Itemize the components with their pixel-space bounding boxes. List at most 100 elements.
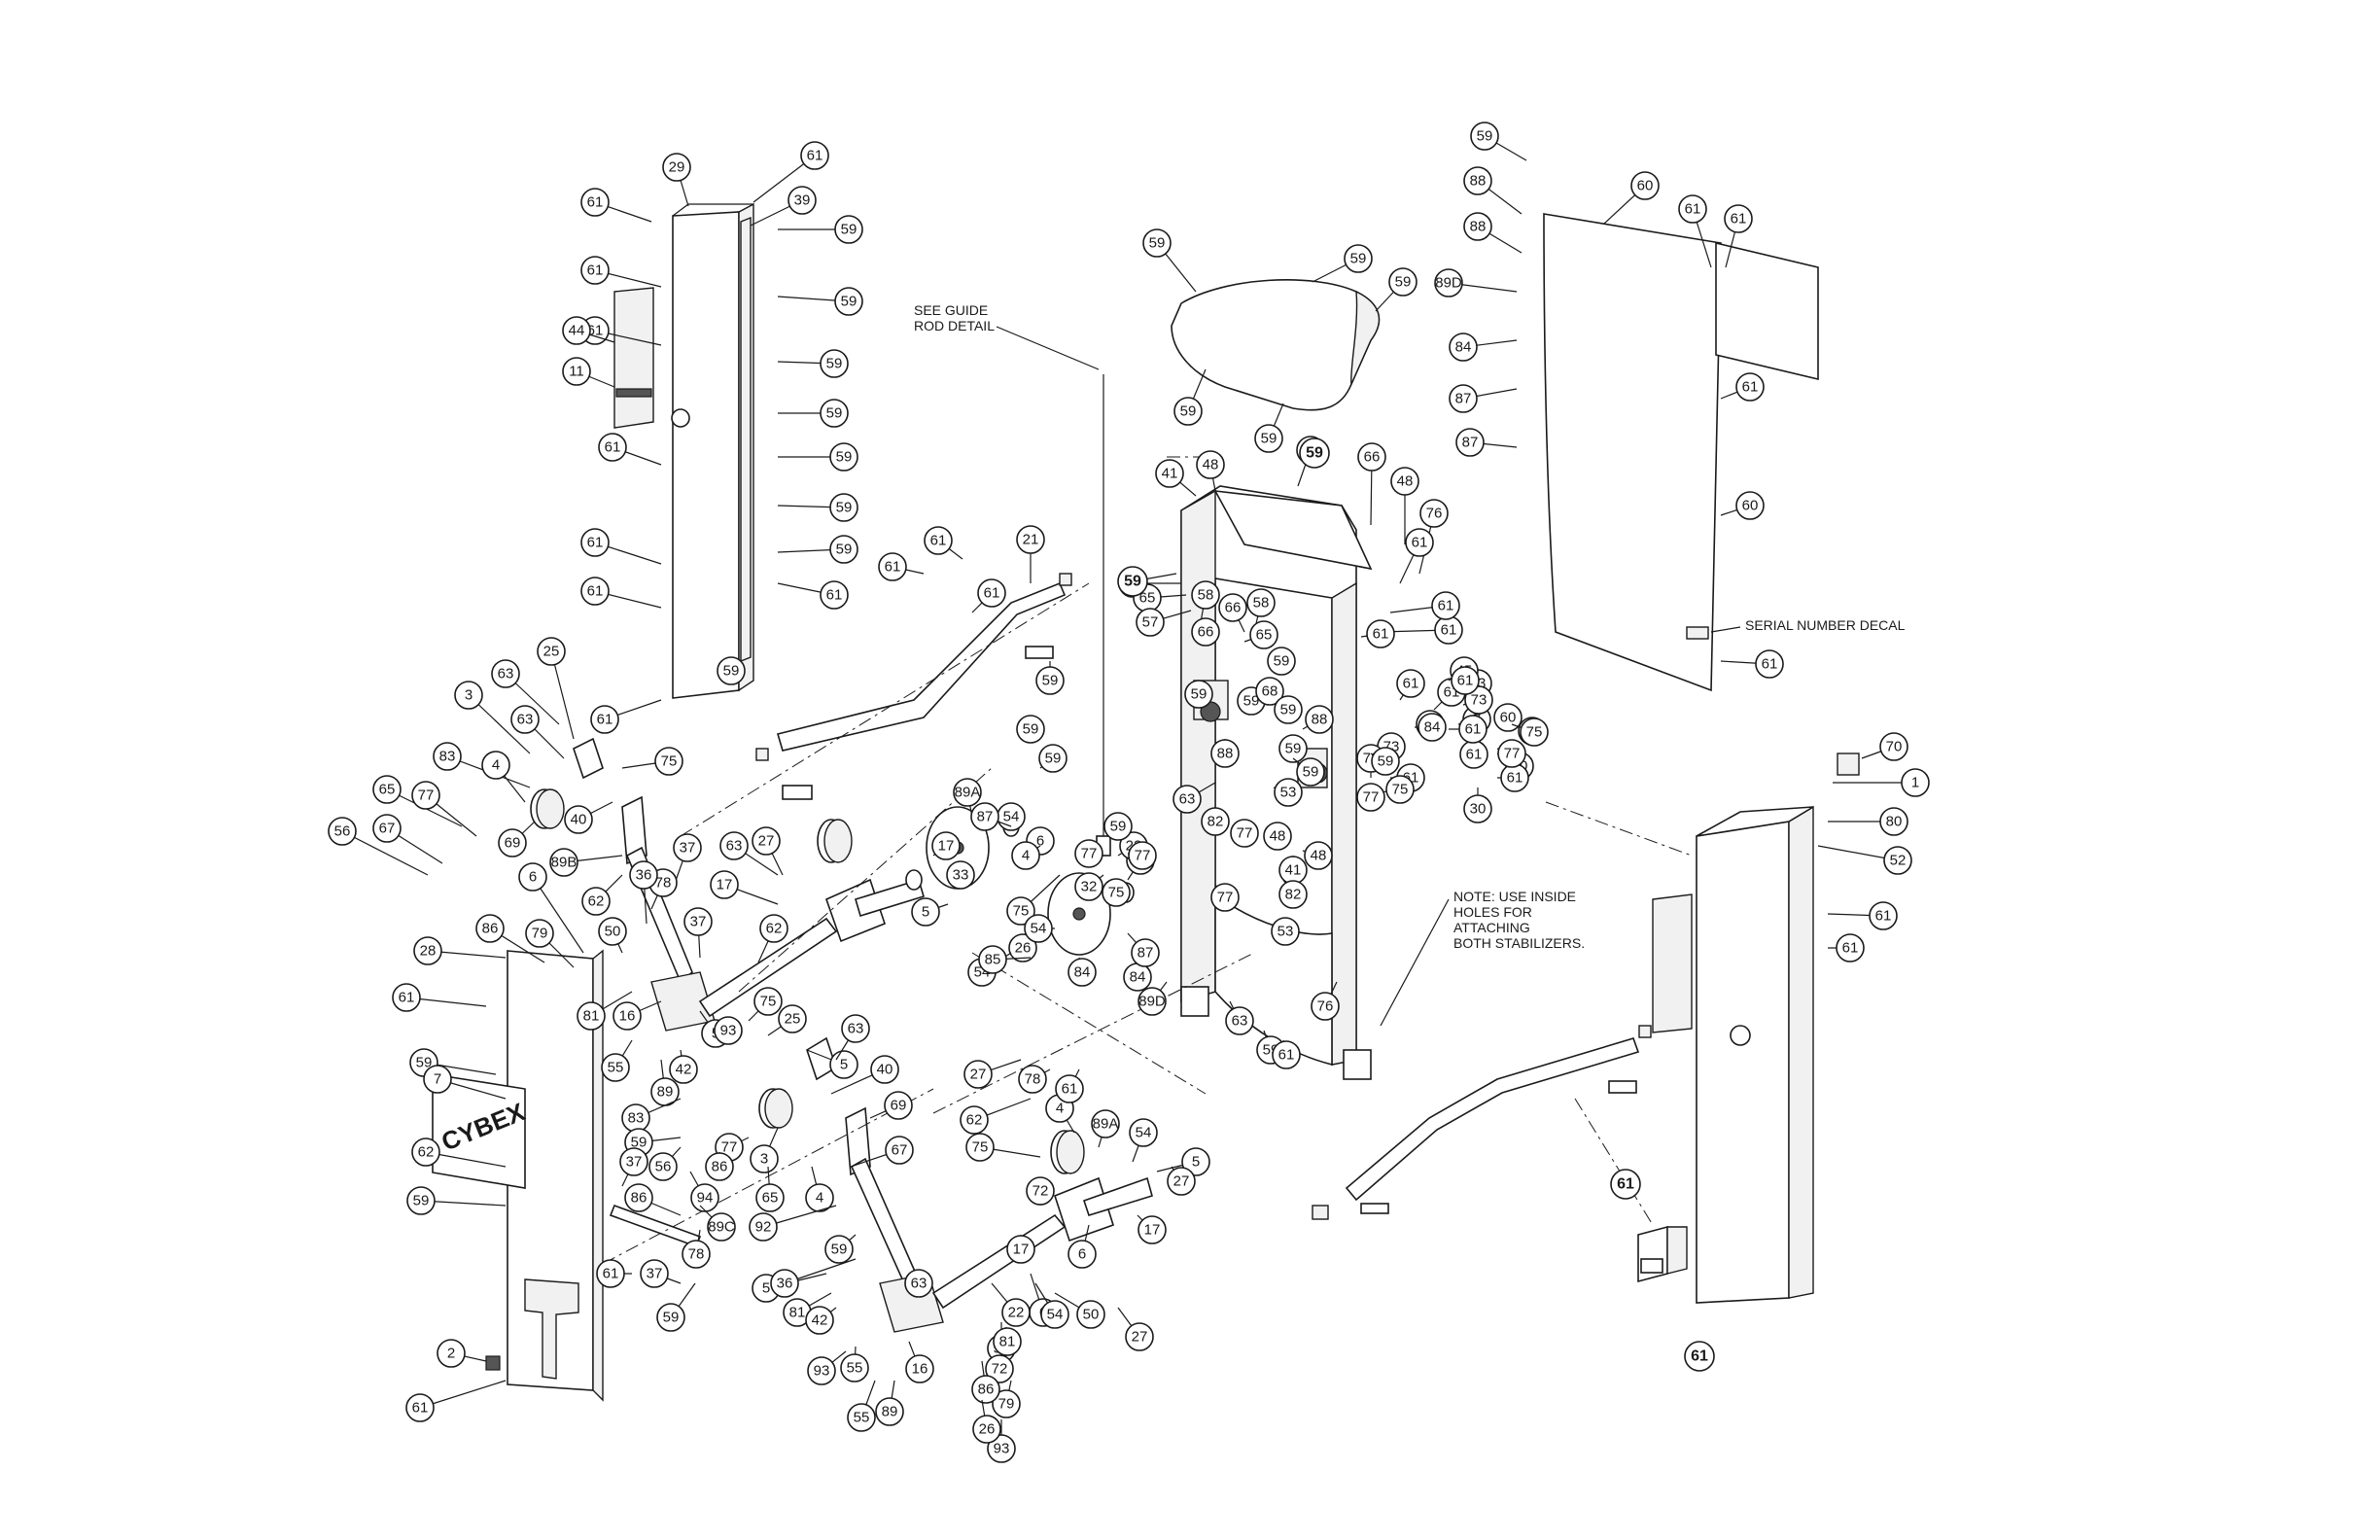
callout-bubble bbox=[1311, 992, 1340, 1021]
callout-84: 84 bbox=[1068, 957, 1097, 987]
callout-40: 40 bbox=[830, 1055, 899, 1095]
upper-arm-assembly bbox=[530, 737, 1020, 1032]
callout-bubble bbox=[328, 817, 357, 846]
callout-number: 59 bbox=[1149, 235, 1166, 252]
callout-number: 88 bbox=[1217, 746, 1234, 762]
callout-number: 59 bbox=[1477, 128, 1493, 145]
callout-bubble bbox=[1201, 807, 1230, 836]
callout-bubble bbox=[1267, 647, 1296, 676]
callout-bold-59: 59 bbox=[1117, 566, 1148, 597]
callout-number: 62 bbox=[966, 1112, 983, 1129]
callout-bubble bbox=[829, 493, 858, 522]
callout-number: 86 bbox=[712, 1159, 728, 1175]
callout-bubble bbox=[1102, 878, 1131, 907]
callout-number: 65 bbox=[762, 1190, 779, 1207]
callout-bubble bbox=[820, 399, 849, 428]
callout-number: 4 bbox=[1022, 848, 1030, 864]
callout-number: 67 bbox=[892, 1142, 908, 1159]
callout-59: 59 bbox=[1103, 812, 1133, 841]
callout-number: 66 bbox=[1225, 600, 1242, 616]
callout-bubble bbox=[719, 831, 749, 860]
callout-number: 59 bbox=[1378, 753, 1394, 770]
callout-bubble bbox=[1385, 775, 1415, 804]
callout-number: 61 bbox=[930, 533, 947, 549]
callout-bubble bbox=[1246, 588, 1276, 617]
callout-bubble bbox=[1678, 194, 1707, 224]
callout-number: 89A bbox=[955, 785, 981, 801]
callout-number: 72 bbox=[1032, 1183, 1049, 1200]
callout-bubble bbox=[1405, 528, 1434, 557]
callout-61: 61 bbox=[1720, 649, 1784, 679]
callout-94: 94 bbox=[689, 1171, 719, 1212]
callout-bubble bbox=[870, 1055, 899, 1084]
callout-bold-61: 61 bbox=[1610, 1169, 1641, 1200]
callout-number: 61 bbox=[597, 712, 613, 728]
callout-61: 61 bbox=[1449, 715, 1488, 744]
callout-number: 25 bbox=[785, 1011, 801, 1028]
callout-63: 63 bbox=[1225, 1000, 1254, 1035]
callout-number: 55 bbox=[847, 1360, 863, 1377]
callout-84: 84 bbox=[1449, 332, 1518, 362]
callout-bubble bbox=[1901, 768, 1930, 797]
callout-number: 89 bbox=[882, 1404, 898, 1420]
callout-number: 87 bbox=[1138, 945, 1154, 962]
callout-bubble bbox=[491, 659, 520, 688]
callout-bubble bbox=[1055, 1074, 1084, 1103]
callout-bubble bbox=[372, 775, 402, 804]
callout-number: 86 bbox=[978, 1382, 995, 1398]
callout-59: 59 bbox=[777, 535, 858, 564]
callout-number: 58 bbox=[1198, 587, 1214, 604]
callout-bubble bbox=[612, 1001, 642, 1031]
callout-2: 2 bbox=[437, 1339, 487, 1368]
callout-number: 17 bbox=[938, 838, 955, 855]
callout-number: 59 bbox=[1124, 574, 1141, 590]
callout-bubble bbox=[1125, 1322, 1154, 1351]
callout-bubble bbox=[753, 987, 783, 1016]
callout-89B: 89B bbox=[549, 848, 623, 877]
callout-89: 89 bbox=[650, 1059, 680, 1106]
callout-number: 85 bbox=[985, 952, 1001, 968]
callout-bubble bbox=[1068, 958, 1097, 987]
callout-59: 59 bbox=[1184, 680, 1213, 709]
right-back-panel bbox=[1543, 213, 1819, 692]
callout-number: 61 bbox=[1842, 940, 1859, 957]
left-shroud-panel: CYBEX bbox=[432, 949, 702, 1402]
callout-bubble bbox=[878, 552, 907, 581]
callout-number: 82 bbox=[1285, 887, 1302, 903]
callout-number: 80 bbox=[1886, 814, 1903, 830]
callout-number: 76 bbox=[1317, 998, 1334, 1015]
callout-number: 78 bbox=[655, 875, 672, 892]
callout-number: 61 bbox=[1457, 673, 1474, 689]
callout-bubble bbox=[413, 936, 442, 965]
callout-bubble bbox=[1449, 384, 1478, 413]
callout-bubble bbox=[1836, 933, 1865, 962]
callout-number: 26 bbox=[1015, 940, 1032, 957]
callout-number: 16 bbox=[912, 1361, 928, 1378]
callout-61: 61 bbox=[1678, 194, 1712, 268]
callout-number: 54 bbox=[1136, 1125, 1152, 1141]
callout-number: 25 bbox=[543, 644, 560, 660]
callout-number: 61 bbox=[1691, 1348, 1708, 1365]
callout-89D: 89D bbox=[1434, 268, 1518, 298]
callout-number: 59 bbox=[413, 1193, 430, 1209]
callout-number: 88 bbox=[1470, 219, 1487, 235]
callout-number: 61 bbox=[1685, 201, 1701, 218]
callout-number: 94 bbox=[697, 1190, 714, 1207]
callout-59: 59 bbox=[1312, 244, 1373, 283]
callout-bubble bbox=[1390, 467, 1419, 496]
callout-bubble bbox=[1724, 204, 1753, 233]
callout-bubble bbox=[972, 1415, 1001, 1444]
callout-number: 59 bbox=[1191, 686, 1208, 703]
callout-number: 48 bbox=[1270, 828, 1286, 845]
callout-number: 2 bbox=[447, 1346, 455, 1362]
callout-61: 61 bbox=[596, 1259, 632, 1288]
callout-bubble bbox=[518, 862, 547, 892]
callout-number: 59 bbox=[841, 294, 858, 310]
callout-87: 87 bbox=[970, 802, 1012, 831]
callout-number: 59 bbox=[1280, 702, 1297, 718]
callout-27: 27 bbox=[1117, 1307, 1154, 1351]
callout-65: 65 bbox=[755, 1166, 785, 1212]
right-upright-cover bbox=[1637, 752, 1860, 1304]
callout-number: 84 bbox=[1074, 964, 1091, 981]
callout-number: 61 bbox=[587, 583, 604, 600]
